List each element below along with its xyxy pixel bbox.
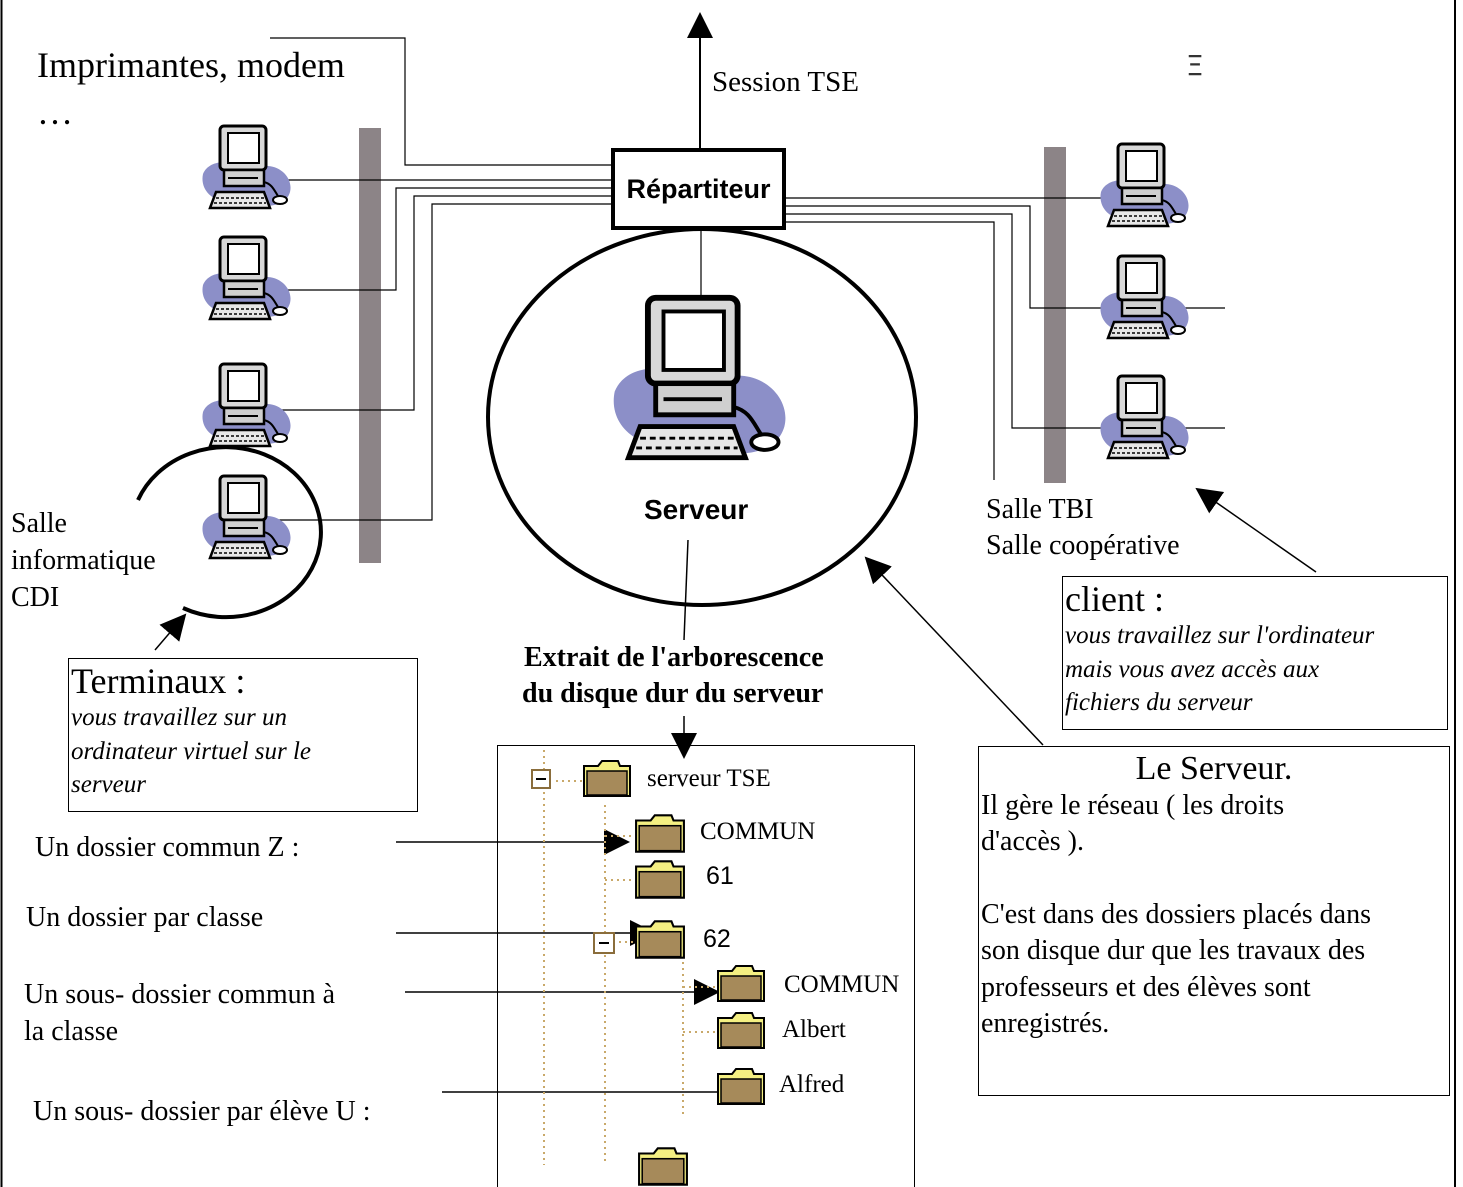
client-pc-right-3-computer-icon: [1090, 372, 1202, 477]
terminaux-arrow: [154, 613, 187, 651]
annotation-par-classe: Un dossier par classe: [26, 902, 264, 933]
left-bus: [359, 128, 381, 563]
client-pc-right-1-computer-icon: [1090, 140, 1202, 245]
client-title: client :: [1065, 579, 1164, 619]
folder-sub-commun-icon[interactable]: [716, 963, 766, 1008]
serveur-box-line-3: [981, 861, 1447, 897]
folder-albert-icon[interactable]: [716, 1010, 766, 1055]
client-pc-left-1-computer-icon: [192, 122, 304, 227]
server-down-line: [683, 539, 689, 641]
tree-root-label[interactable]: serveur TSE: [647, 765, 771, 792]
xi-symbol: Ξ: [1186, 49, 1204, 82]
salle-left-2: informatique: [11, 545, 156, 576]
right-bus: [1044, 147, 1066, 483]
serveur-box: Le Serveur. Il gère le réseau ( les droi…: [978, 746, 1450, 1096]
printers-label: Imprimantes, modem: [37, 45, 345, 85]
tree-alfred-label[interactable]: Alfred: [779, 1071, 845, 1098]
annotation-sous-commun-1: Un sous- dossier commun à: [24, 979, 336, 1010]
tree-albert-label[interactable]: Albert: [782, 1016, 846, 1043]
repartiteur-box: Répartiteur: [611, 148, 786, 230]
serveur-box-line-5: son disque dur que les travaux des: [981, 935, 1366, 967]
right-line-4: [786, 221, 995, 480]
tree-62-label[interactable]: 62: [703, 925, 731, 953]
terminaux-line-2: ordinateur virtuel sur le: [71, 737, 312, 765]
client-arrow: [1195, 487, 1317, 573]
client-line-3: fichiers du serveur: [1065, 689, 1253, 717]
serveur-box-line-7: enregistrés.: [981, 1008, 1110, 1040]
client-line-2: mais vous avez accès aux: [1065, 655, 1320, 683]
terminaux-box: Terminaux : vous travaillez sur un ordin…: [68, 658, 418, 812]
folder-root-icon[interactable]: [582, 758, 632, 803]
terminaux-line-3: serveur: [71, 771, 146, 799]
tree-commun-label[interactable]: COMMUN: [700, 818, 816, 845]
client-pc-right-2-computer-icon: [1090, 252, 1202, 357]
client-line-1: vous travaillez sur l'ordinateur: [1065, 621, 1375, 649]
annotation-par-eleve: Un sous- dossier par élève U :: [33, 1096, 371, 1127]
folder-commun-icon[interactable]: [634, 812, 686, 859]
serveur-arrow: [864, 556, 1044, 746]
salle-left-1: Salle: [11, 508, 67, 539]
tree-dotted-lines: [543, 750, 716, 1165]
client-pc-left-2-computer-icon: [192, 233, 304, 338]
extract-title-1: Extrait de l'arborescence: [524, 642, 824, 673]
client-box: client : vous travaillez sur l'ordinateu…: [1062, 576, 1448, 730]
left-line-3: [280, 195, 612, 411]
tree-box: [497, 745, 915, 1187]
collapse-icon-root[interactable]: [531, 769, 551, 789]
terminaux-title: Terminaux :: [71, 661, 246, 701]
salle-right-1: Salle TBI: [986, 494, 1094, 525]
annotation-commun-z: Un dossier commun Z :: [35, 832, 300, 863]
serveur-box-line-2: d'accès ).: [981, 826, 1084, 858]
folder-62-icon[interactable]: [634, 918, 686, 965]
serveur-box-line-4: C'est dans des dossiers placés dans: [981, 898, 1371, 930]
serveur-box-line-1: Il gère le réseau ( les droits: [981, 790, 1285, 822]
terminal-circle: [136, 445, 323, 620]
tree-61-label[interactable]: 61: [706, 862, 734, 890]
server-label: Serveur: [644, 494, 749, 525]
folder-61-icon[interactable]: [634, 858, 686, 905]
terminal-pc-left-4-computer-icon: [192, 472, 304, 577]
tree-sub-commun-label[interactable]: COMMUN: [784, 971, 900, 998]
terminaux-line-1: vous travaillez sur un: [71, 703, 287, 731]
server-pc-computer-icon: [590, 290, 815, 490]
left-line-4: [265, 203, 612, 521]
printers-ellipsis: …: [37, 92, 73, 132]
session-label: Session TSE: [712, 66, 859, 98]
salle-right-2: Salle coopérative: [986, 530, 1180, 561]
salle-left-3: CDI: [11, 582, 60, 613]
left-line-2: [280, 187, 612, 291]
folder-partial-icon[interactable]: [637, 1145, 689, 1187]
serveur-box-title: Le Serveur.: [1135, 750, 1293, 787]
annotation-sous-commun-2: la classe: [24, 1016, 119, 1047]
folder-alfred-icon[interactable]: [716, 1066, 766, 1111]
collapse-icon-62[interactable]: [593, 932, 615, 954]
extract-title-2: du disque dur du serveur: [522, 678, 824, 709]
serveur-box-line-6: professeurs et des élèves sont: [981, 971, 1311, 1003]
printer-line: [270, 37, 612, 166]
repartiteur-label: Répartiteur: [626, 173, 771, 204]
client-pc-left-3-computer-icon: [192, 360, 304, 465]
